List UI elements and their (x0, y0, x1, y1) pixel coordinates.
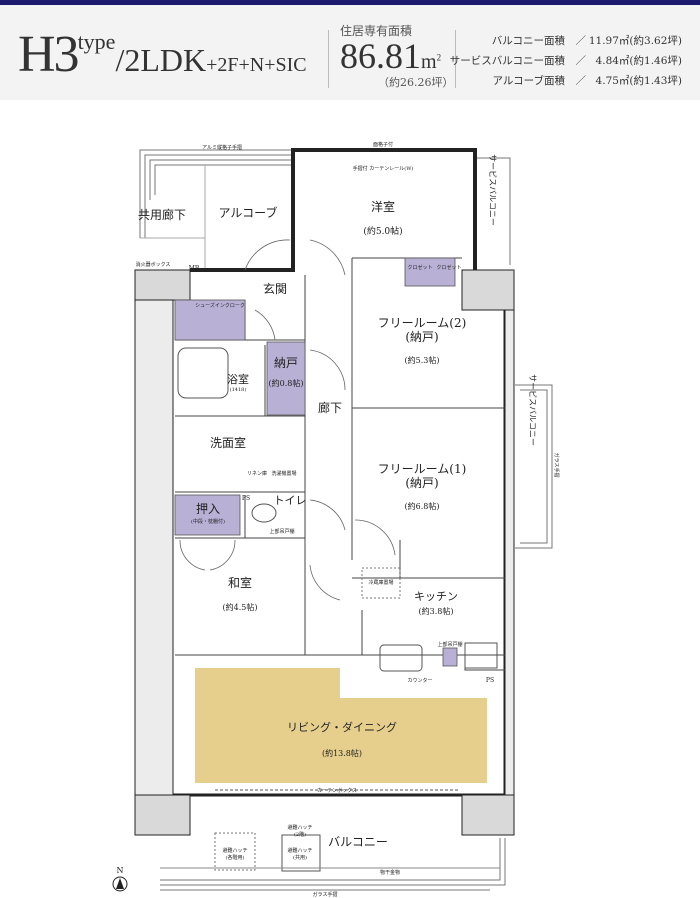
storage-areas (174, 257, 458, 667)
hatch-each-floor (214, 832, 256, 871)
area-label: 住居専有面積 (340, 24, 413, 38)
label-western-room: 洋室 (371, 199, 395, 214)
svg-text:(納戸): (納戸) (405, 476, 438, 490)
area-tsubo: （約26.26坪） (378, 76, 454, 89)
label-oshiire: 押入 (196, 502, 220, 516)
label-entrance: 玄関 (263, 281, 287, 296)
svg-text:手摺付 カーテンレール(W): 手摺付 カーテンレール(W) (353, 165, 414, 172)
stat-balcony: バルコニー面積 ／11.97㎡(約3.62坪) (491, 35, 682, 47)
svg-text:(1418): (1418) (230, 386, 247, 393)
svg-text:カーテンボックス: カーテンボックス (317, 787, 357, 794)
svg-text:PS: PS (486, 677, 494, 684)
sink-icon (379, 644, 423, 672)
railings (139, 149, 553, 891)
label-bathroom: 浴室 (227, 372, 249, 386)
svg-text:(約13.8帖): (約13.8帖) (322, 748, 362, 758)
svg-text:(約0.8帖): (約0.8帖) (269, 378, 304, 388)
kitchen-cabinet (442, 647, 458, 667)
north-arrow-icon: N (112, 866, 128, 892)
svg-text:(約3.8帖): (約3.8帖) (419, 606, 454, 616)
label-shared-corridor: 共用廊下 (138, 207, 186, 222)
divider (328, 30, 329, 88)
svg-text:カウンター: カウンター (407, 677, 432, 684)
toilet-icon (251, 503, 277, 523)
divider (455, 30, 456, 88)
label-alcove: アルコーブ (219, 205, 278, 220)
floor-plan: 共用廊下 アルコーブ アルミ縦格子手摺 消火器ボックス MB 洋室 (約5.0帖… (112, 141, 560, 898)
svg-text:(約6.8帖): (約6.8帖) (405, 501, 440, 511)
svg-text:アルミ縦格子手摺: アルミ縦格子手摺 (202, 144, 242, 151)
svg-text:避難ハッチ: 避難ハッチ (222, 847, 247, 854)
svg-text:リネン庫: リネン庫 (247, 470, 267, 477)
svg-text:サービスバルコニー: サービスバルコニー (528, 374, 537, 446)
header: H3type/2LDK+2F+N+SIC 住居専有面積 86.81m2 （約26… (0, 5, 700, 100)
svg-text:面格子付: 面格子付 (373, 141, 393, 148)
svg-text:(約5.3帖): (約5.3帖) (405, 355, 440, 365)
svg-text:(共用): (共用) (293, 854, 307, 861)
svg-text:冷蔵庫置場: 冷蔵庫置場 (368, 579, 393, 586)
room-labels: 共用廊下 アルコーブ アルミ縦格子手摺 消火器ボックス MB 洋室 (約5.0帖… (136, 141, 560, 898)
label-free-room-1: フリールーム(1) (378, 462, 467, 476)
area-value: 86.81m2 (340, 36, 442, 76)
label-free-room-2: フリールーム(2) (378, 316, 467, 330)
svg-text:物干金物: 物干金物 (380, 869, 400, 876)
svg-text:MB: MB (189, 265, 200, 272)
label-storage: 納戸 (274, 356, 298, 370)
closet (404, 257, 456, 287)
label-washroom: 洗面室 (210, 435, 246, 450)
bathtub-icon (177, 347, 229, 399)
svg-text:クロゼット: クロゼット (407, 264, 432, 271)
hatch-shared (281, 834, 321, 872)
label-corridor: 廊下 (318, 400, 342, 415)
storage-room (266, 341, 306, 416)
svg-text:PS: PS (242, 495, 250, 502)
svg-text:クロゼット: クロゼット (436, 264, 461, 271)
stat-alcove: アルコーブ面積 ／4.75㎡(約1.43坪) (492, 75, 682, 87)
svg-text:(納戸): (納戸) (405, 330, 438, 344)
label-toilet: トイレ (274, 494, 307, 507)
label-living-dining: リビング・ダイニング (287, 720, 397, 734)
svg-text:(中段・枕棚付): (中段・枕棚付) (191, 518, 225, 525)
svg-text:N: N (117, 866, 124, 875)
stove-icon (464, 642, 498, 669)
svg-text:避難ハッチ: 避難ハッチ (287, 847, 312, 854)
svg-text:上部吊戸棚: 上部吊戸棚 (437, 641, 462, 648)
fridge-space (361, 567, 401, 599)
svg-text:上部吊戸棚: 上部吊戸棚 (269, 528, 294, 535)
svg-text:ガラス手摺: ガラス手摺 (553, 453, 560, 478)
living-floor (195, 668, 487, 783)
svg-text:(各階用): (各階用) (226, 854, 245, 861)
shoes-in-closet (174, 299, 246, 341)
top-bar (0, 0, 700, 5)
svg-text:消火器ボックス: 消火器ボックス (136, 261, 171, 268)
label-balcony: バルコニー (328, 835, 388, 849)
oshiire-closet (174, 494, 241, 536)
unit-type: H3type/2LDK+2F+N+SIC (18, 26, 307, 83)
svg-text:シューズインクローク: シューズインクローク (195, 302, 245, 309)
label-kitchen: キッチン (414, 590, 458, 603)
label-japanese-room: 和室 (228, 575, 252, 590)
svg-text:(約4.5帖): (約4.5帖) (223, 602, 258, 612)
stat-service-balcony: サービスバルコニー面積 ／4.84㎡(約1.46坪) (449, 55, 682, 67)
doors (179, 239, 396, 601)
svg-text:避難ハッチ: 避難ハッチ (287, 824, 312, 831)
pillars (134, 269, 515, 836)
svg-text:サービスバルコニー: サービスバルコニー (488, 154, 497, 226)
svg-text:洗濯機置場: 洗濯機置場 (271, 470, 296, 477)
svg-text:(約5.0帖): (約5.0帖) (363, 225, 402, 237)
svg-text:ガラス手摺: ガラス手摺 (313, 891, 338, 898)
area-stats: バルコニー面積 ／11.97㎡(約3.62坪) サービスバルコニー面積 ／4.8… (450, 31, 682, 91)
svg-text:(2階): (2階) (294, 831, 306, 838)
